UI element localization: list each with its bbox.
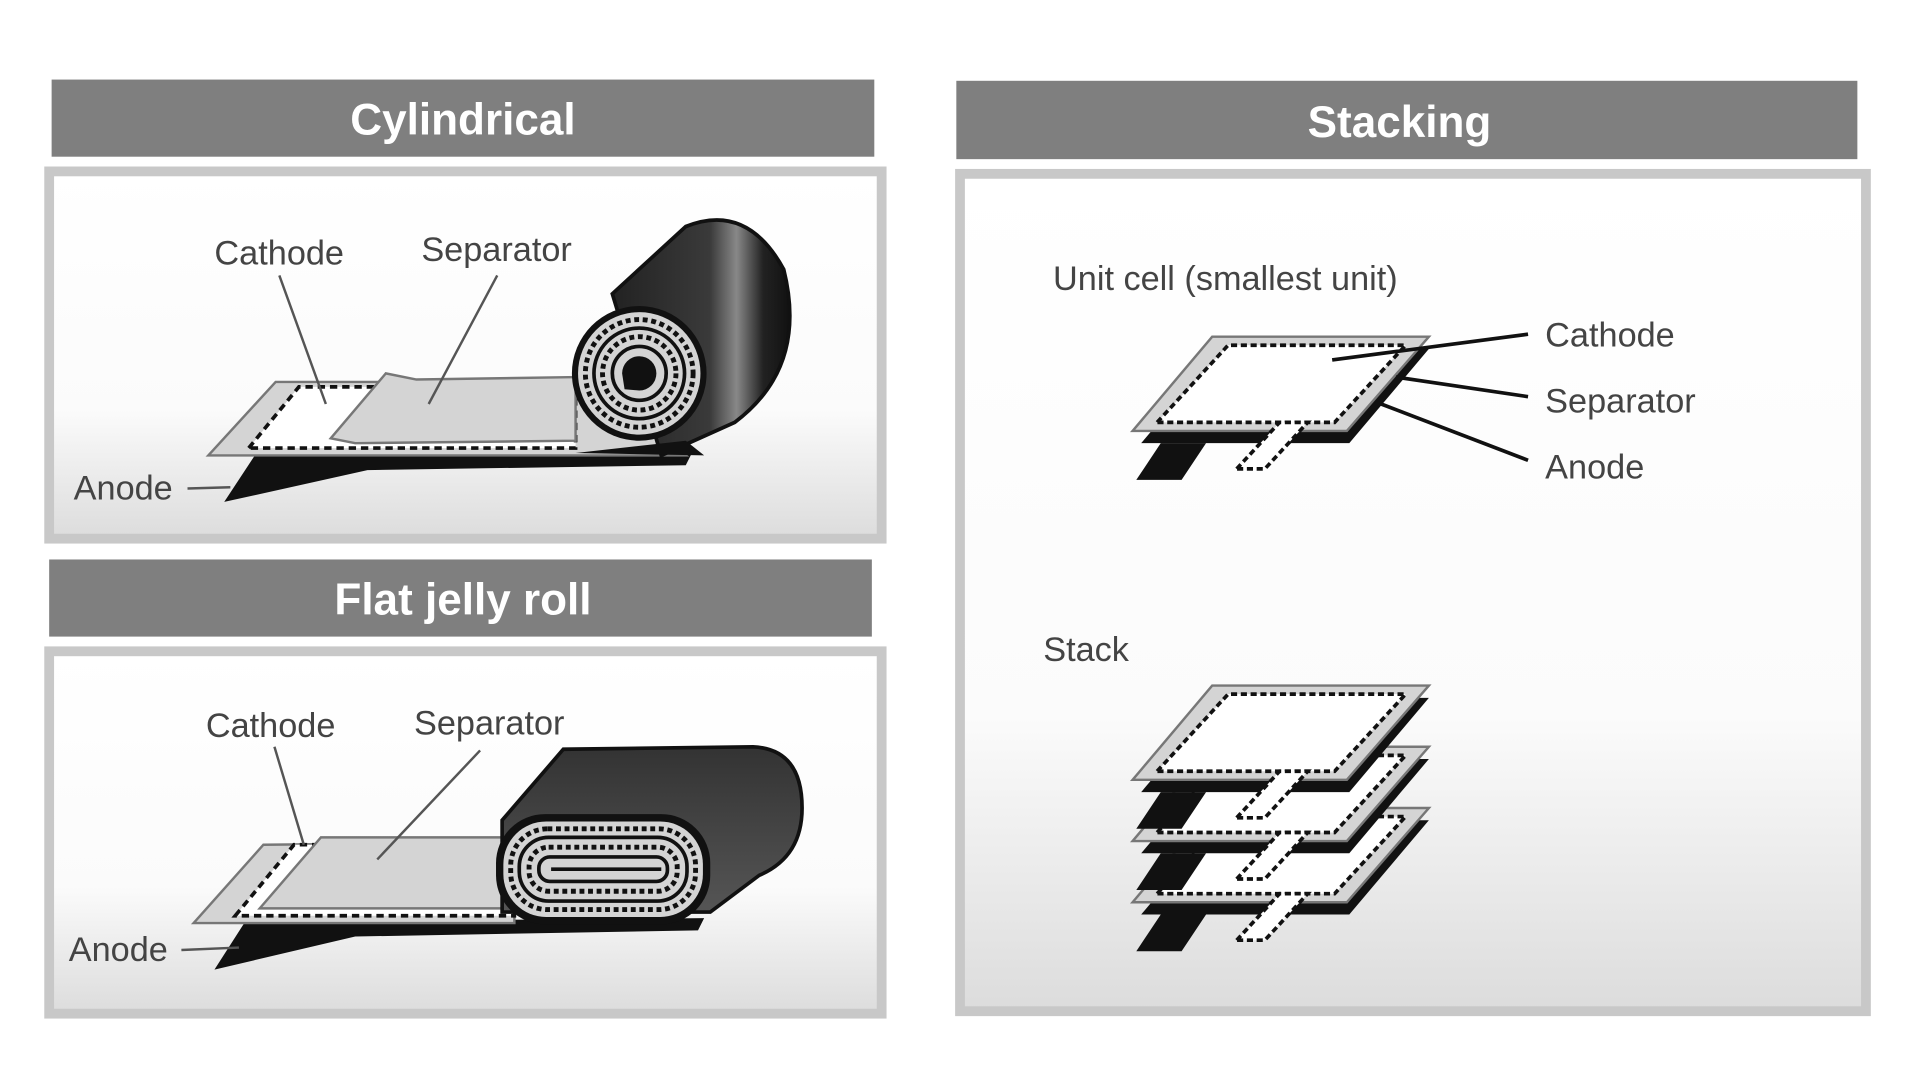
- cathode-layer: [1152, 343, 1410, 425]
- roll-ring: [600, 334, 679, 413]
- anode-label: Anode: [1545, 449, 1644, 487]
- unit-cell-label: Unit cell (smallest unit): [1053, 260, 1398, 298]
- cathode-label: Cathode: [206, 707, 336, 745]
- panel-title: Cylindrical: [350, 96, 575, 145]
- cathode-label: Cathode: [214, 234, 344, 272]
- anode-label: Anode: [74, 469, 173, 507]
- anode-leader-line: [181, 946, 239, 952]
- cathode-leader-line: [278, 275, 327, 405]
- roll-ring: [526, 844, 680, 894]
- anode-label: Anode: [69, 931, 168, 969]
- separator-label: Separator: [421, 231, 571, 269]
- separator-leader-line: [376, 749, 481, 861]
- unit-cell-illustration: [1129, 335, 1432, 480]
- cathode-leader-line: [1331, 332, 1529, 362]
- roll-ring: [582, 317, 696, 430]
- separator-label: Separator: [1545, 383, 1695, 421]
- flat-jelly-roll-panel: Flat jelly roll Cathode Separator Anode: [44, 559, 887, 1019]
- separator-leader-line: [1395, 375, 1529, 399]
- panel-title: Flat jelly roll: [334, 576, 591, 625]
- anode-tab: [1136, 443, 1207, 480]
- anode-sheet: [224, 452, 692, 502]
- separator-label: Separator: [414, 705, 564, 743]
- cathode-tab: [1232, 420, 1312, 471]
- anode-leader-line: [187, 486, 231, 490]
- cylindrical-panel: Cylindrical Cathode Separator Anode: [44, 79, 887, 544]
- panel-title: Stacking: [1308, 98, 1492, 147]
- roll-ring: [508, 826, 699, 913]
- roll-wrap: [575, 440, 705, 456]
- flat-roll-illustration: [190, 744, 804, 970]
- stack-label: Stack: [1043, 631, 1130, 669]
- separator-leader-line: [427, 274, 499, 405]
- cathode-label: Cathode: [1545, 316, 1675, 354]
- roll-core: [622, 356, 657, 391]
- panel-header: [49, 559, 872, 637]
- cathode-leader-line: [273, 746, 305, 846]
- stacking-panel: Stacking Unit cell (smallest unit) Catho…: [955, 80, 1871, 1017]
- anode-sheet: [214, 918, 705, 970]
- anode-leader-line: [1380, 402, 1529, 463]
- panel-header: [956, 80, 1858, 160]
- panel-header: [51, 79, 875, 157]
- cylindrical-roll-illustration: [205, 218, 792, 502]
- panel-frame: [955, 168, 1871, 1017]
